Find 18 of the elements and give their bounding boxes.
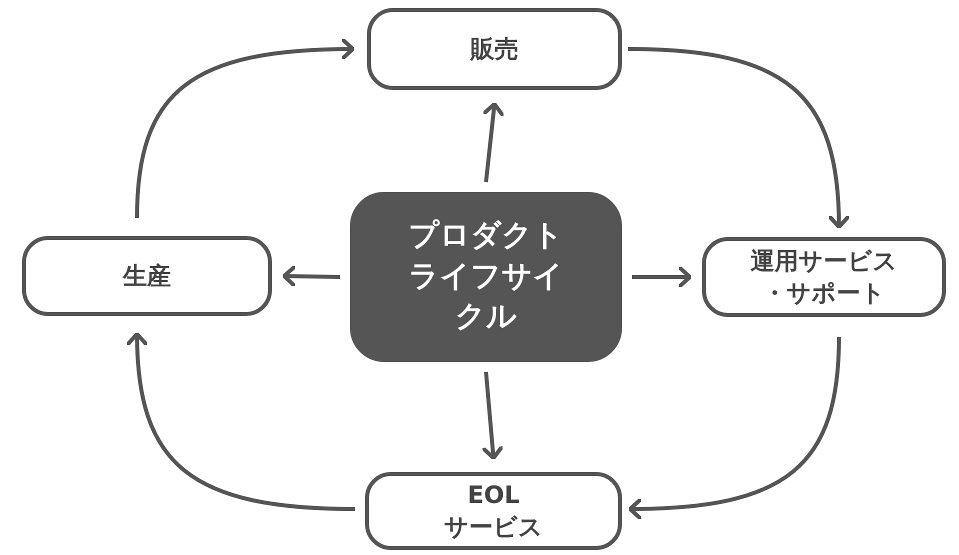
arrow [482, 102, 504, 182]
stage-box [702, 237, 946, 317]
center-box [350, 192, 622, 362]
arrow [282, 265, 340, 288]
node-label: プロダクトライフサイクル [408, 217, 564, 336]
arrow [628, 47, 850, 229]
node-label: EOL サービス [443, 480, 544, 543]
arrow [126, 332, 356, 511]
stage-box [22, 236, 272, 316]
stage-box [365, 472, 622, 550]
arrow [135, 38, 355, 218]
node-label: 生産 [123, 260, 171, 292]
stage-box [367, 8, 622, 90]
arrow [628, 336, 841, 520]
node-label: 販売 [470, 34, 518, 65]
node-label: 運用サービス・サポート [750, 246, 898, 309]
arrow [632, 266, 692, 288]
arrow [482, 372, 504, 460]
